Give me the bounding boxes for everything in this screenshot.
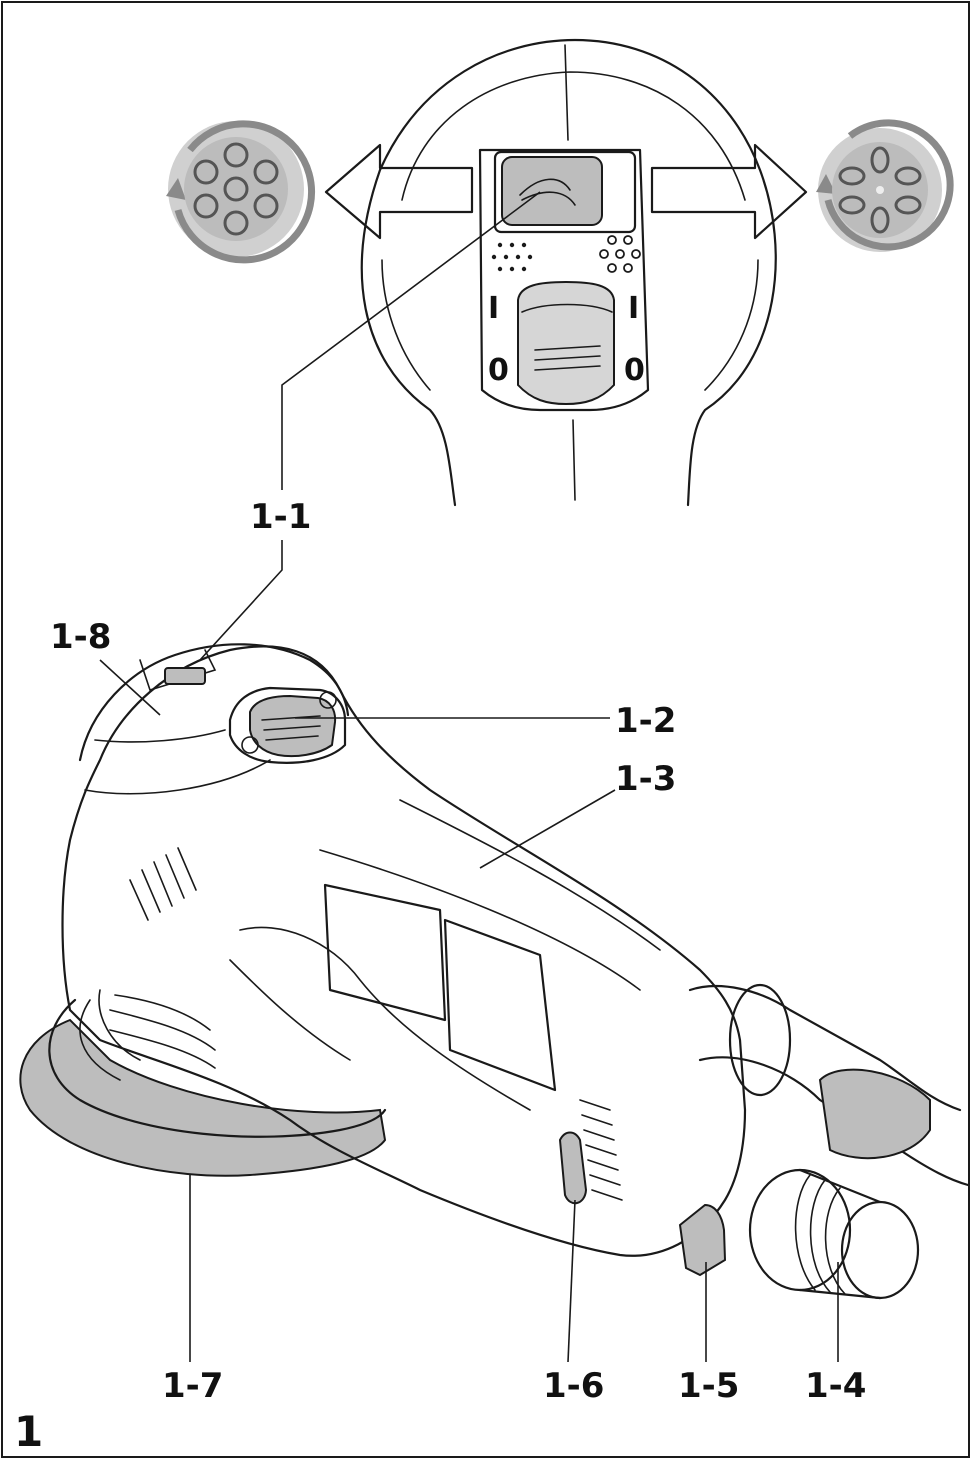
leader-lines [99, 191, 839, 1363]
fine-dots-icon [491, 242, 533, 272]
label-1-4: 1-4 [805, 1366, 866, 1406]
switch-off-mark-left: 0 [488, 353, 509, 388]
label-1-1: 1-1 [250, 497, 311, 537]
switch-on-mark-left: I [488, 291, 499, 326]
arrow-left-icon [324, 143, 474, 240]
label-1-3: 1-3 [615, 759, 676, 799]
sander-body [19, 643, 970, 1300]
label-1-2: 1-2 [615, 701, 676, 741]
mode-switch-knob [501, 156, 603, 226]
vent-slots-right [579, 1099, 623, 1201]
eccentric-mode-icon [816, 119, 954, 252]
figure-number: 1 [14, 1407, 43, 1456]
vent-slots [129, 847, 197, 921]
label-1-8: 1-8 [50, 617, 111, 657]
label-1-6: 1-6 [543, 1366, 604, 1406]
label-1-5: 1-5 [678, 1366, 739, 1406]
on-off-switch-main [249, 694, 337, 758]
label-1-7: 1-7 [162, 1366, 223, 1406]
rotary-mode-icon [166, 120, 315, 264]
switch-on-mark-right: I [628, 291, 639, 326]
detail-view-top: I 0 I 0 [166, 38, 954, 507]
switch-off-mark-right: 0 [624, 353, 645, 388]
dust-port-lock-button [678, 1203, 727, 1277]
arrow-right-icon [650, 143, 808, 240]
coarse-dots-icon [599, 235, 641, 273]
on-off-switch [517, 280, 615, 406]
speed-wheel [558, 1131, 588, 1205]
